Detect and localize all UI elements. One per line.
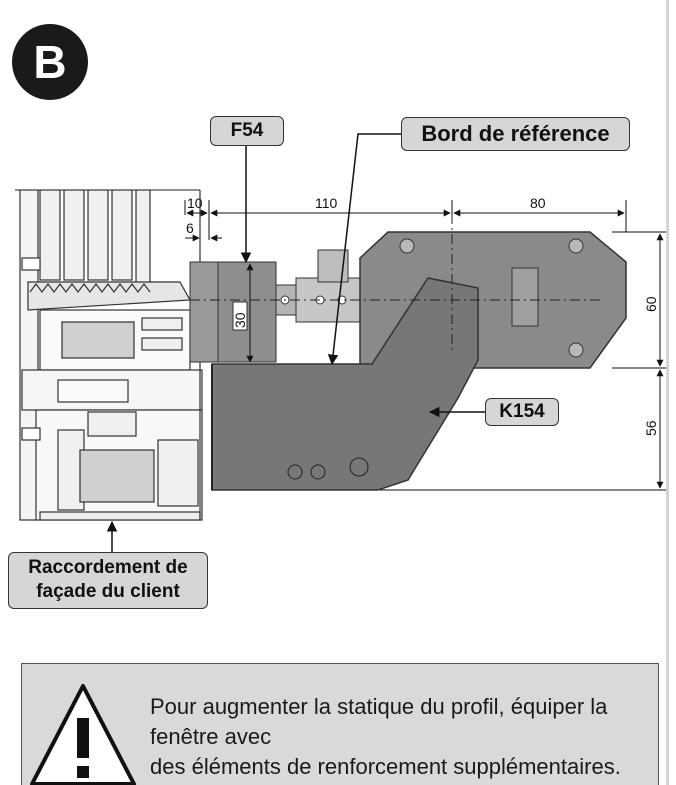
- dimension-label-6: 6: [186, 220, 194, 236]
- window-frame-profile: [15, 189, 203, 521]
- bracket-hole: [349, 457, 369, 477]
- dimension-label-56: 56: [643, 420, 659, 436]
- dimension-label-10: 10: [187, 195, 203, 211]
- callout-k154-label: K154: [499, 401, 545, 422]
- shaft-connector: [275, 249, 367, 323]
- callout-customer-connection-label: Raccordement de façade du client: [28, 557, 188, 602]
- center-lines: [190, 214, 600, 350]
- callout-customer-connection: Raccordement de façade du client: [8, 552, 208, 609]
- plate-clip: [511, 267, 539, 327]
- dimension-label-30: 30: [232, 312, 248, 328]
- callout-f54-label: F54: [230, 120, 264, 141]
- callout-reference-edge-label: Bord de référence: [421, 121, 610, 146]
- dimension-lines: [184, 200, 666, 491]
- callout-reference-edge: Bord de référence: [401, 117, 630, 151]
- f54-adapter-block: [189, 261, 277, 363]
- warning-note-box: [21, 663, 659, 785]
- plate-screw: [568, 238, 584, 254]
- dimension-label-110: 110: [315, 195, 338, 211]
- warning-note-text: Pour augmenter la statique du profil, éq…: [150, 694, 621, 779]
- bracket-hole: [287, 464, 303, 480]
- warning-triangle-icon: [30, 684, 136, 785]
- dimension-label-80: 80: [530, 195, 546, 211]
- dimension-label-60: 60: [643, 296, 659, 312]
- plate-screw: [568, 342, 584, 358]
- callout-k154: K154: [485, 398, 559, 426]
- page-edge-rule: [666, 0, 669, 785]
- k154-bracket: [211, 277, 479, 491]
- section-badge-letter: B: [33, 36, 67, 88]
- plate-screw: [399, 238, 415, 254]
- leader-lines: [106, 133, 485, 552]
- section-badge: B: [12, 24, 88, 100]
- bracket-hole: [310, 464, 326, 480]
- callout-f54: F54: [210, 116, 284, 146]
